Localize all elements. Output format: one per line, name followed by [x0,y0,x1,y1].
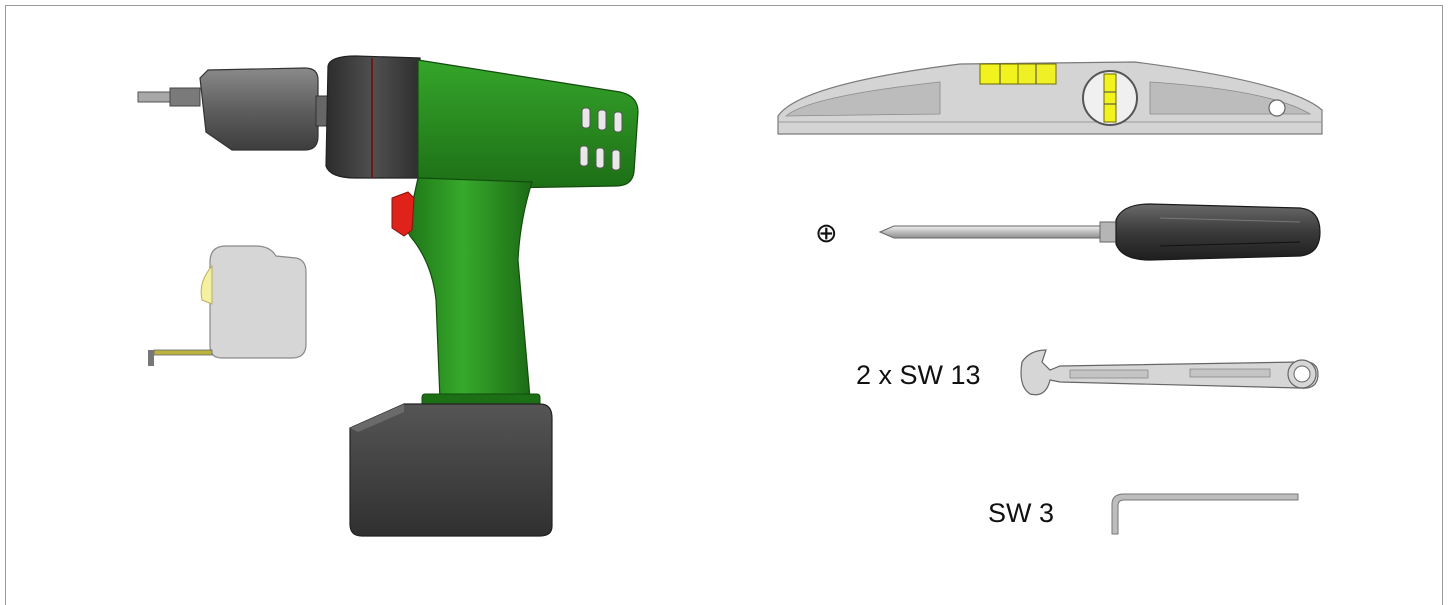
spirit-level-icon [777,61,1323,135]
drill-driver-icon [137,55,639,537]
hex-key-icon: SW 3 [988,493,1299,535]
combination-wrench-icon: 2 x SW 13 [856,349,1319,396]
phillips-screwdriver-icon: ⊕ [815,203,1321,261]
wrench-size-label: 2 x SW 13 [856,360,981,390]
phillips-symbol-label: ⊕ [815,218,838,248]
figure-frame [5,5,1443,605]
hex-key-size-label: SW 3 [988,498,1054,528]
tape-measure-icon [148,245,307,366]
